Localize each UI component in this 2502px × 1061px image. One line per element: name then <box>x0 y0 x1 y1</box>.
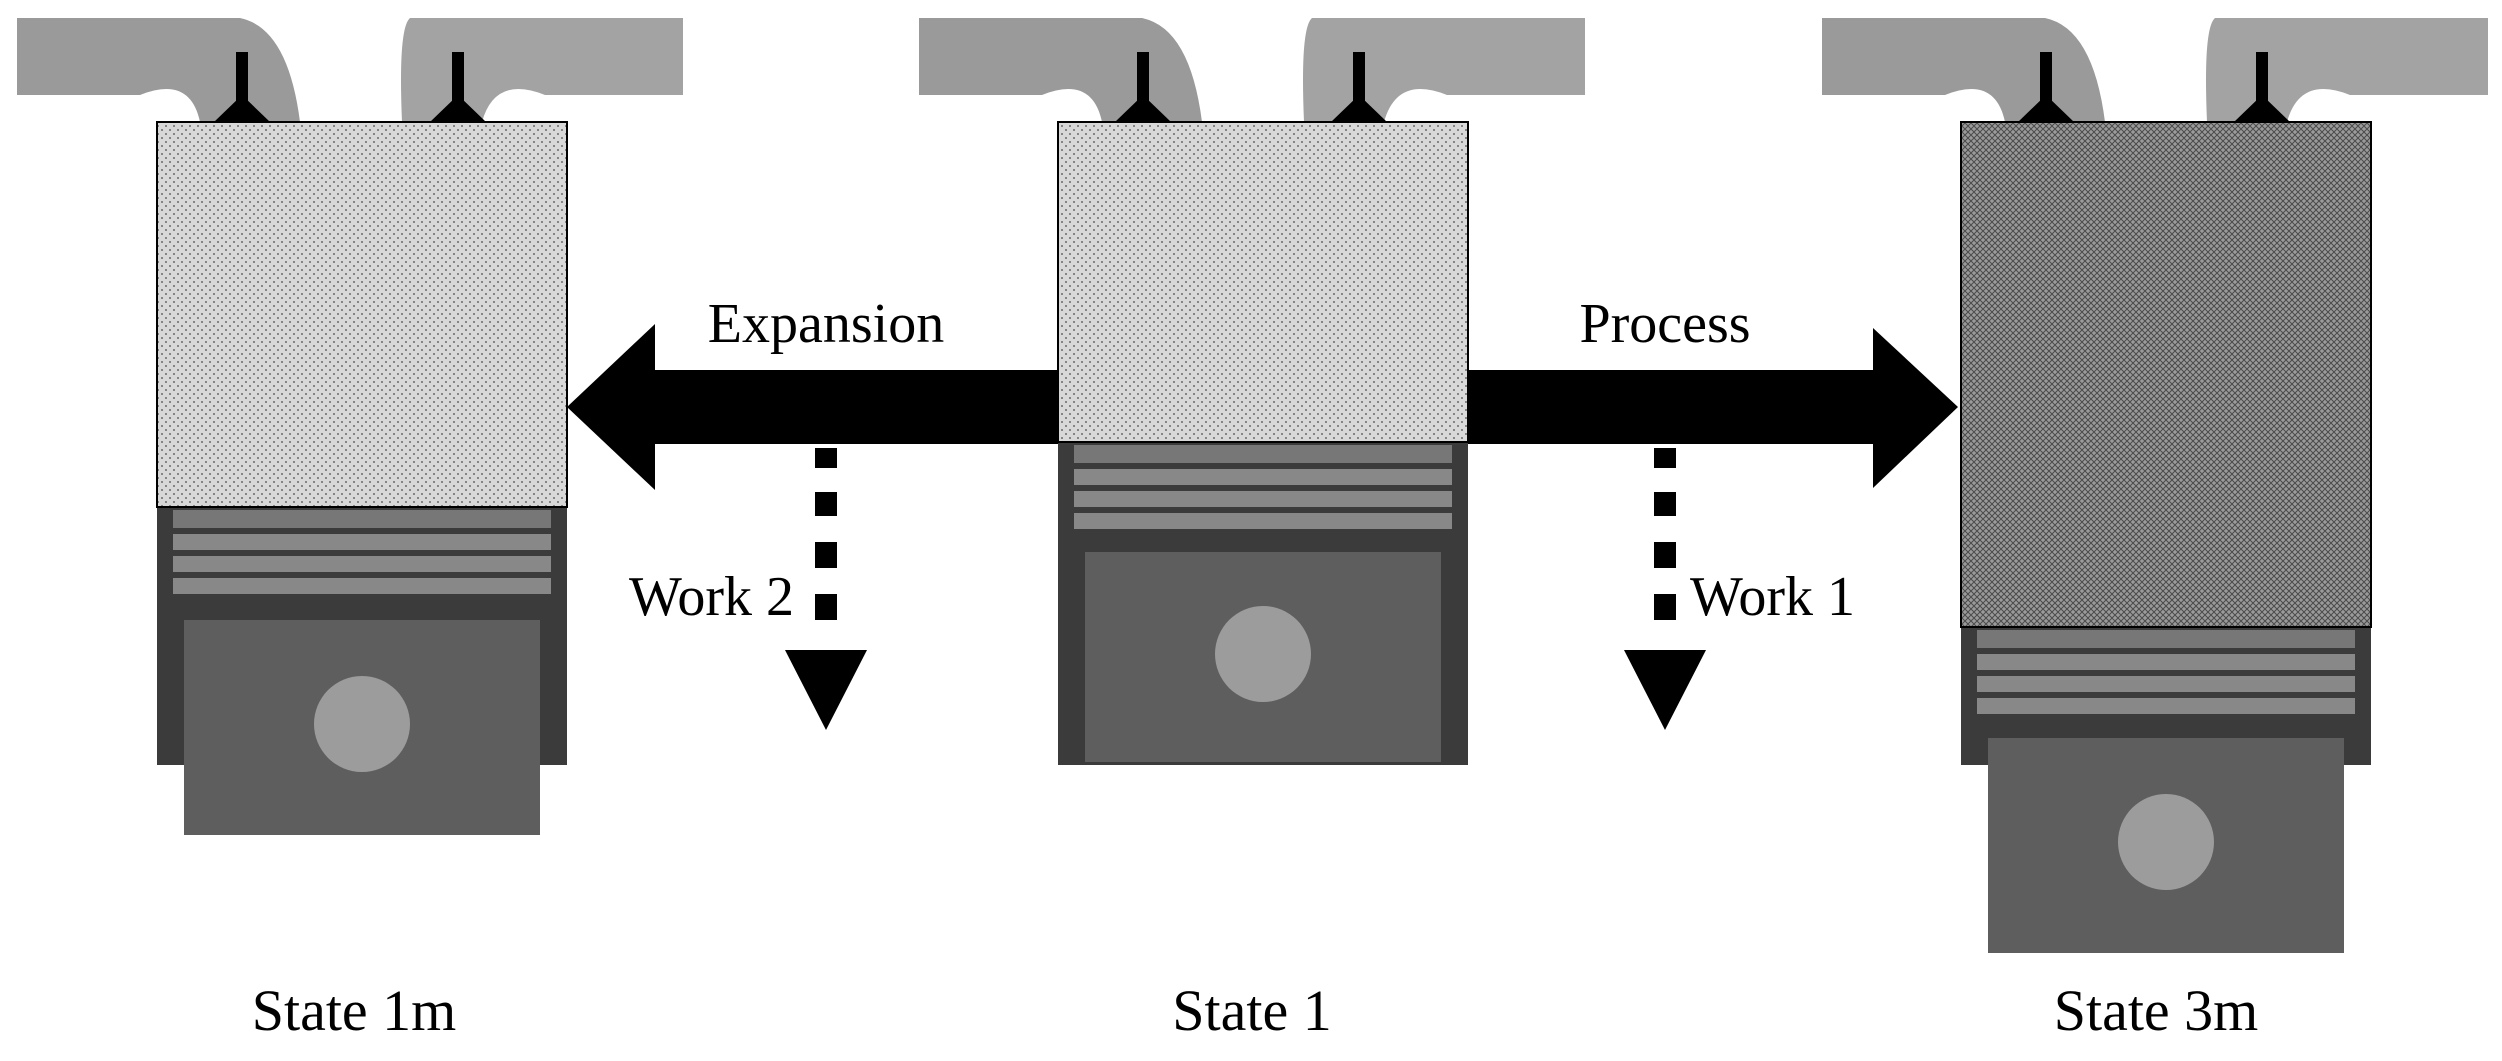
intake-manifold <box>1822 18 2488 122</box>
state-1m-label: State 1m <box>252 978 457 1043</box>
work-1-label: Work 1 <box>1690 566 1855 628</box>
wrist-pin <box>2118 794 2214 890</box>
valve-stems <box>2018 52 2290 122</box>
piston <box>1074 445 1452 762</box>
engine-state-1 <box>919 18 1585 765</box>
valve-stems <box>1115 52 1387 122</box>
work-2-arrow <box>785 448 867 730</box>
engine-state-3m <box>1822 18 2488 953</box>
process-arrow <box>1468 328 1958 488</box>
work-2-label: Work 2 <box>629 566 794 628</box>
gas-chamber <box>1057 121 1469 443</box>
expansion-arrow <box>567 324 1058 490</box>
piston <box>1977 630 2355 953</box>
wrist-pin <box>1215 606 1311 702</box>
work-1-arrow <box>1624 448 1706 730</box>
piston <box>173 510 551 835</box>
state-1-label: State 1 <box>1172 978 1331 1043</box>
intake-manifold <box>17 18 683 122</box>
intake-manifold <box>919 18 1585 122</box>
expansion-label: Expansion <box>708 293 944 355</box>
wrist-pin <box>314 676 410 772</box>
state-3m-label: State 3m <box>2054 978 2259 1043</box>
process-label: Process <box>1579 293 1750 355</box>
gas-chamber <box>1960 121 2372 628</box>
valve-stems <box>214 52 486 122</box>
gas-chamber <box>156 121 568 508</box>
engine-state-1m <box>17 18 683 835</box>
